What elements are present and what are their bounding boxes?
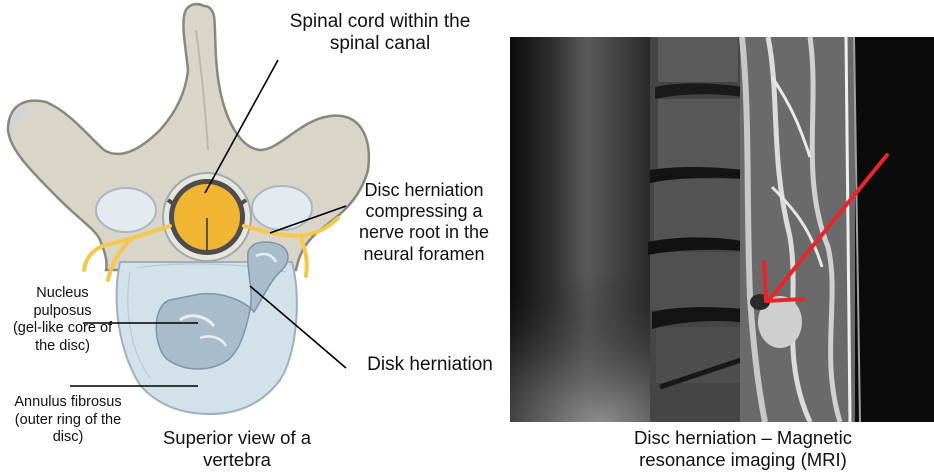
caption-vertebra: Superior view of a vertebra bbox=[132, 427, 342, 471]
label-disk-herniation: Disk herniation bbox=[352, 354, 508, 376]
caption-mri: Disc herniation – Magnetic resonance ima… bbox=[560, 427, 926, 471]
label-disc-herniation-nerve: Disc herniation compressing a nerve root… bbox=[348, 180, 500, 265]
leader-lines bbox=[70, 59, 347, 387]
label-annulus-line1: Annulus fibrosus bbox=[14, 394, 122, 410]
label-nerve-line3: nerve root in the bbox=[358, 222, 490, 243]
spinal-cord bbox=[162, 172, 252, 262]
vertebra-bone bbox=[6, 2, 371, 272]
label-annulus-line2: (outer ring of the bbox=[14, 411, 122, 428]
label-nucleus-pulposus: Nucleus pulposus (gel-like core of the d… bbox=[0, 285, 125, 356]
red-arrow-icon bbox=[762, 153, 889, 303]
label-nucleus-line1: Nucleus bbox=[36, 285, 89, 301]
label-nucleus-line3: (gel-like core of bbox=[12, 320, 113, 337]
label-disk-herniation-line1: Disk herniation bbox=[367, 354, 493, 375]
leader-nerve-compression bbox=[269, 205, 347, 234]
label-nucleus-line4: the disc) bbox=[35, 338, 90, 355]
caption-vertebra-line1: Superior view of a bbox=[162, 427, 312, 448]
label-nerve-line4: neural foramen bbox=[363, 243, 485, 264]
label-nerve-line2: compressing a bbox=[365, 201, 483, 222]
label-spinal-cord: Spinal cord within the spinal canal bbox=[260, 11, 500, 56]
label-annulus-line3: disc) bbox=[52, 429, 84, 446]
label-annulus-fibrosus: Annulus fibrosus (outer ring of the disc… bbox=[0, 394, 136, 447]
mri-vertebral-column bbox=[648, 37, 751, 422]
nerve-roots bbox=[82, 216, 340, 282]
caption-mri-line2: resonance imaging (MRI) bbox=[639, 449, 847, 471]
label-nerve-line1: Disc herniation bbox=[364, 180, 484, 200]
mri-posterior-elements bbox=[739, 37, 861, 422]
caption-mri-line1: Disc herniation – Magnetic bbox=[634, 427, 852, 448]
vertebra-illustration-panel: Spinal cord within the spinal canal Disc… bbox=[0, 2, 508, 471]
nucleus-pulposus bbox=[155, 241, 289, 370]
mri-scan bbox=[510, 37, 934, 422]
leader-spinal-cord bbox=[204, 59, 279, 194]
label-spinal-cord-line2: spinal canal bbox=[329, 33, 431, 55]
caption-vertebra-line2: vertebra bbox=[203, 449, 271, 471]
leader-disk-herniation bbox=[249, 285, 347, 369]
label-nucleus-line2: pulposus bbox=[33, 302, 92, 319]
mri-image bbox=[510, 37, 934, 422]
vertebra-illustration bbox=[6, 2, 371, 416]
label-spinal-cord-line1: Spinal cord within the bbox=[289, 11, 471, 32]
